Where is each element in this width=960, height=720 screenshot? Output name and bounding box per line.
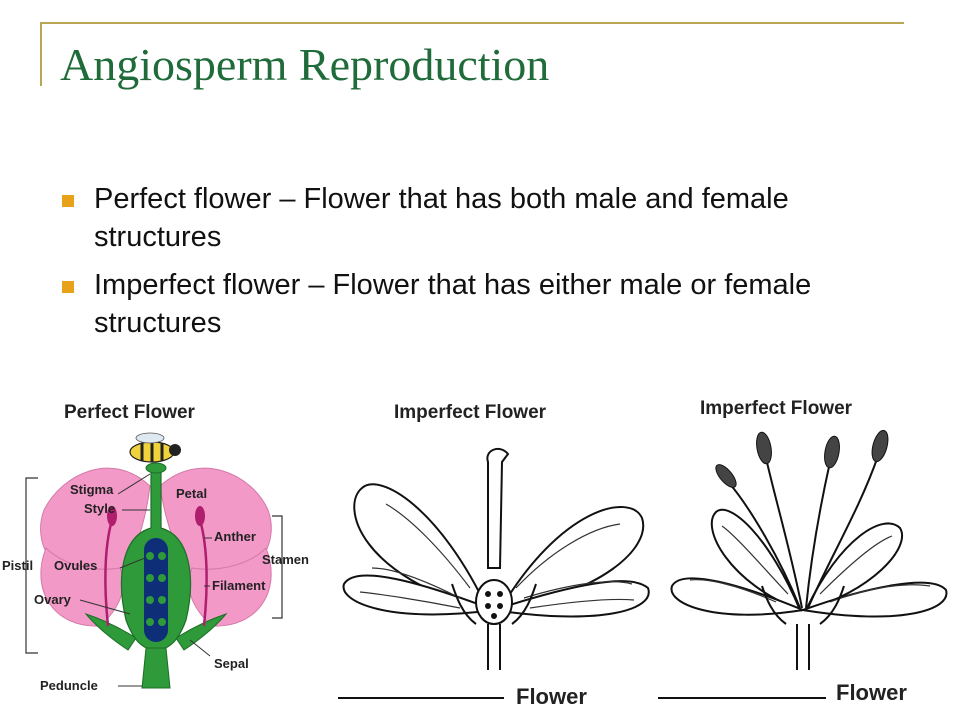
imperfect-male-heading: Imperfect Flower [700,398,853,419]
label-filament: Filament [212,578,266,593]
imperfect-male-caption: Flower [836,680,907,705]
label-peduncle: Peduncle [40,678,98,693]
imperfect-female-caption: Flower [516,684,587,709]
bullet-item: Imperfect flower – Flower that has eithe… [60,266,880,342]
bullet-square-icon [62,281,74,293]
stamen-bracket [272,515,283,619]
bullet-list: Perfect flower – Flower that has both ma… [60,180,880,352]
label-petal: Petal [176,486,207,501]
label-ovules: Ovules [54,558,97,573]
imperfect-female-figure: Imperfect Flower [338,402,650,709]
label-stigma: Stigma [70,482,114,497]
pistil-shape [120,462,192,689]
label-anther: Anther [214,529,256,544]
perfect-flower-heading: Perfect Flower [64,402,196,423]
label-style: Style [84,501,115,516]
frame-top-line [40,22,904,24]
anther-shapes [107,506,205,526]
label-pistil: Pistil [2,558,33,573]
frame-left-line [40,22,42,86]
imperfect-female-heading: Imperfect Flower [394,402,547,423]
sepal-shapes [84,612,228,651]
bee-icon [129,432,181,463]
slide-title: Angiosperm Reproduction [60,39,550,90]
pistil-bracket [25,477,38,654]
bullet-square-icon [62,195,74,207]
label-leader-lines [79,473,212,687]
label-stamen: Stamen [262,552,309,567]
bullet-text: Perfect flower – Flower that has both ma… [94,183,789,253]
stamen-shapes [104,519,208,627]
bullet-text: Imperfect flower – Flower that has eithe… [94,269,812,339]
flower-diagram: Perfect Flower [2,398,948,709]
imperfect-male-figure: Imperfect Flower [658,398,948,705]
perfect-flower-figure: Perfect Flower [2,402,309,693]
bullet-item: Perfect flower – Flower that has both ma… [60,180,880,256]
label-ovary: Ovary [34,592,72,607]
label-sepal: Sepal [214,656,249,671]
petal-shapes [40,467,272,627]
